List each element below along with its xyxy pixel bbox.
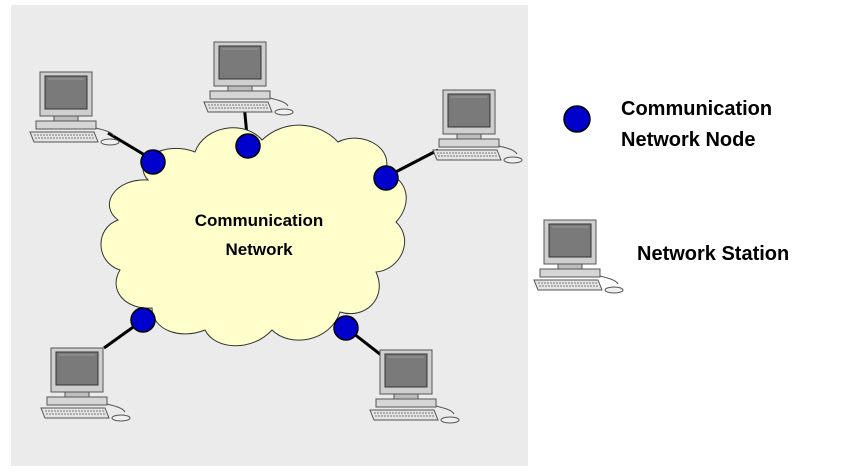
node-bottom-left [130, 307, 156, 333]
legend-node-label-line1: Communication [621, 98, 772, 120]
node-top-left [140, 149, 166, 175]
cloud-label-line1: Communication [195, 211, 323, 230]
node-bottom-right [333, 315, 359, 341]
network-nodes [130, 133, 399, 341]
node-top [235, 133, 261, 159]
legend-node-label-line2: Network Node [621, 129, 755, 151]
cloud-label-line2: Network [225, 240, 293, 259]
legend-node-icon [563, 105, 591, 133]
legend-station-icon [533, 219, 624, 294]
communication-network-cloud [100, 124, 407, 347]
node-right [373, 165, 399, 191]
legend-station-label: Network Station [637, 243, 789, 265]
